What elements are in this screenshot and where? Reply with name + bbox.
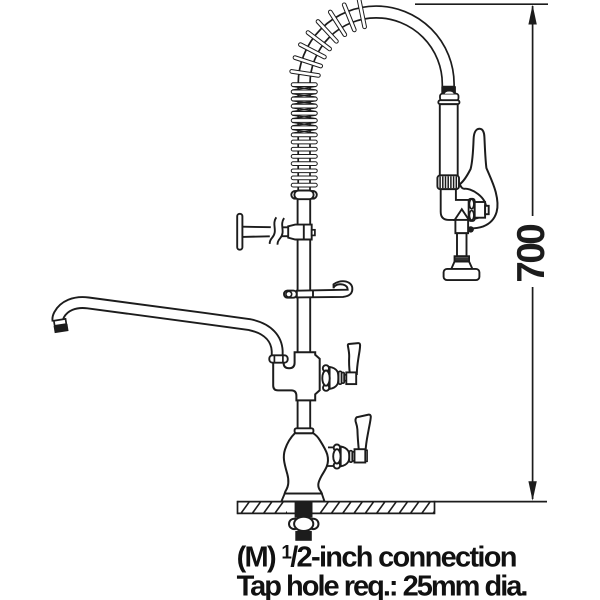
- svg-text:(M) 1/2-inch connection: (M) 1/2-inch connection: [237, 542, 516, 574]
- svg-text:Tap hole req.: 25mm dia.: Tap hole req.: 25mm dia.: [237, 570, 528, 600]
- svg-text:700: 700: [510, 225, 553, 283]
